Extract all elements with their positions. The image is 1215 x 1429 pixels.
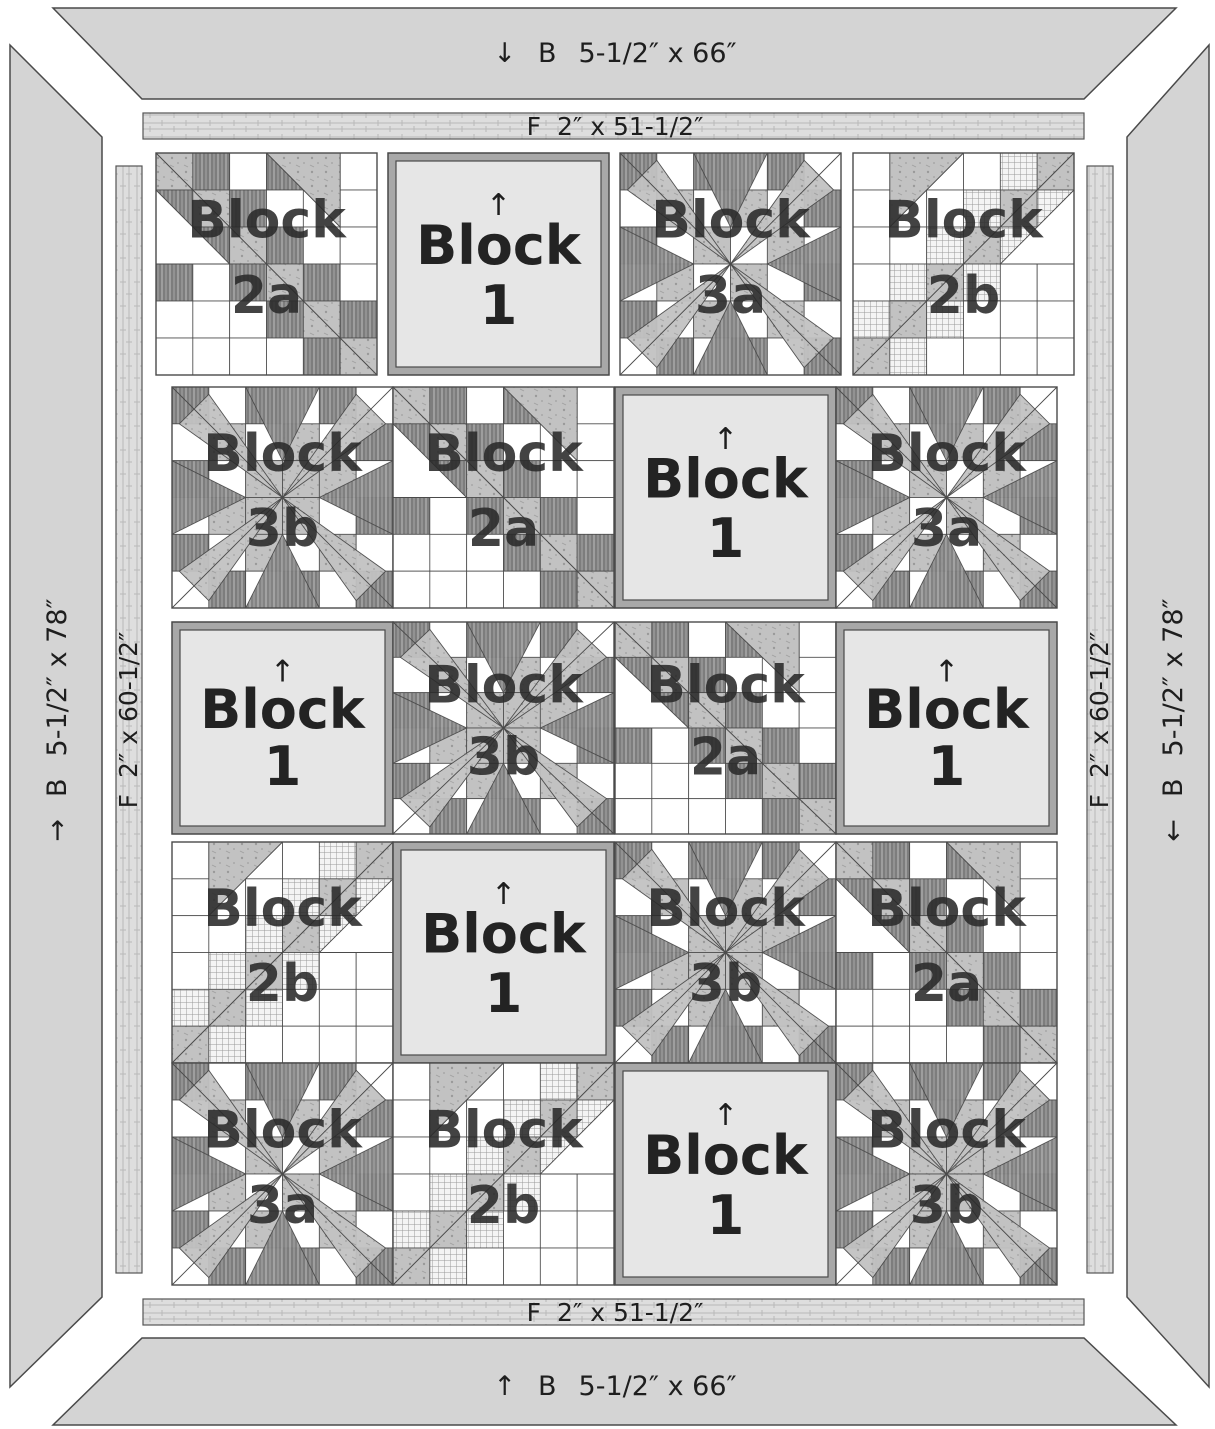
block-number: 2a xyxy=(911,954,982,1014)
block-label: Block xyxy=(424,1100,584,1160)
block-label: Block xyxy=(416,214,582,277)
block-number: 1 xyxy=(707,1184,745,1247)
block-number: 3a xyxy=(695,266,766,326)
block-label: Block xyxy=(424,656,584,716)
quilt-block: Block 2a xyxy=(836,842,1057,1063)
quilt-block: Block 2b xyxy=(853,153,1074,375)
quilt-block: Block 3b xyxy=(172,387,393,608)
block-label: Block xyxy=(646,879,806,939)
block-label: Block xyxy=(203,424,363,484)
block-number: 3a xyxy=(247,1176,318,1236)
block-number: 2b xyxy=(467,1176,540,1236)
block-number: 3b xyxy=(910,1176,983,1236)
block-label: Block xyxy=(203,1100,363,1160)
quilt-block: Block 2b xyxy=(393,1063,614,1285)
quilt-block: Block 3a xyxy=(172,1063,393,1285)
block-number: 2a xyxy=(690,728,761,788)
block-number: 1 xyxy=(264,735,302,798)
block-label: Block xyxy=(867,424,1027,484)
block-label: Block xyxy=(203,879,363,939)
quilt-block: Block 2b xyxy=(172,842,393,1063)
block-number: 2b xyxy=(927,266,1000,326)
block-number: 3b xyxy=(246,499,319,559)
quilt-block: Block 3b xyxy=(393,622,614,834)
quilt-block: Block 3a xyxy=(836,387,1057,608)
quilt-block: Block 3b xyxy=(836,1063,1057,1285)
block-label: Block xyxy=(864,678,1030,741)
block-label: Block xyxy=(651,190,811,250)
block-number: 3b xyxy=(689,954,762,1014)
block-number: 2a xyxy=(468,499,539,559)
block-label: Block xyxy=(643,448,809,511)
quilt-block: Block 2a xyxy=(393,387,614,608)
block-number: 1 xyxy=(928,735,966,798)
block-label: Block xyxy=(884,190,1044,250)
block-number: 3b xyxy=(467,728,540,788)
block-grid: Block2a↑Block1Block3aBlock2bBlock3bBlock… xyxy=(156,153,1074,1285)
block-label: Block xyxy=(646,656,806,716)
block-number: 1 xyxy=(480,274,518,337)
quilt-block: Block 2a xyxy=(615,622,836,834)
block-number: 2b xyxy=(246,954,319,1014)
block-label: Block xyxy=(187,190,347,250)
block-number: 2a xyxy=(231,266,302,326)
block-label: Block xyxy=(421,903,587,966)
block-number: 1 xyxy=(707,507,745,570)
block-label: Block xyxy=(424,424,584,484)
block-label: Block xyxy=(643,1124,809,1187)
block-label: Block xyxy=(867,879,1027,939)
block-label: Block xyxy=(200,678,366,741)
quilt-block: Block 3b xyxy=(615,842,836,1063)
quilt-block: Block 2a xyxy=(156,153,377,375)
block-number: 1 xyxy=(485,962,523,1025)
block-number: 3a xyxy=(911,499,982,559)
block-label: Block xyxy=(867,1100,1027,1160)
quilt-block: Block 3a xyxy=(620,153,841,375)
